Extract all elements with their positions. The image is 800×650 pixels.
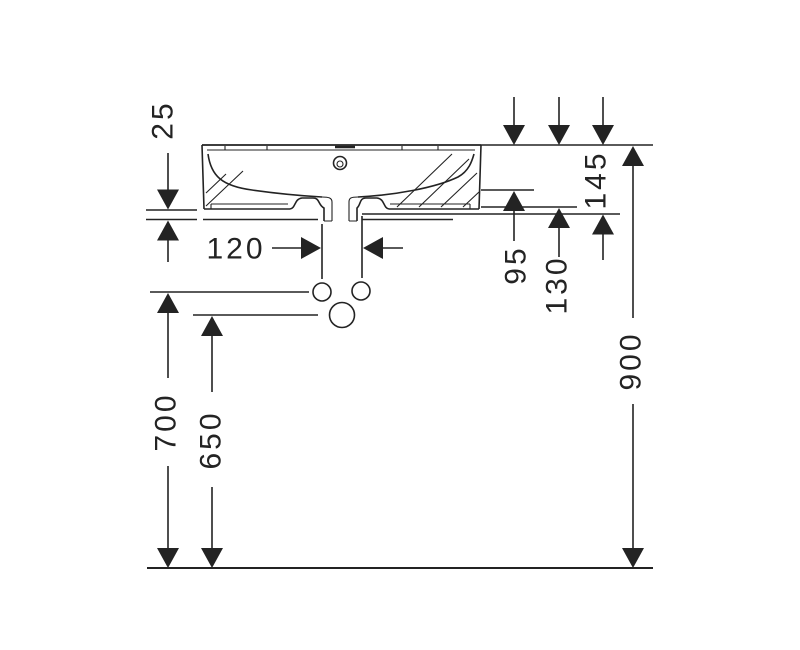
dim-700-label: 700: [150, 392, 183, 451]
hatching-right: [396, 153, 480, 208]
datum-lines: [146, 189, 620, 316]
arrow-left: [363, 237, 383, 259]
dim-120: [272, 216, 403, 279]
dim-95-label: 95: [500, 245, 533, 284]
overflow-hole-icon: [332, 155, 348, 171]
arrow-down: [622, 548, 644, 568]
basin-outer-shell: [201, 144, 482, 210]
arrow-up: [548, 208, 570, 228]
arrow-down: [503, 125, 525, 145]
dim-130-label: 130: [541, 255, 574, 314]
dim-120-label: 120: [206, 233, 265, 266]
dim-900-label: 900: [615, 331, 648, 390]
faucet-hole-center: [328, 301, 356, 329]
faucet-hole-right: [351, 281, 371, 301]
hatching-left: [205, 170, 244, 207]
faucet-hole-left: [312, 282, 332, 302]
arrow-up: [503, 191, 525, 211]
basin-base: [204, 203, 479, 210]
arrow-up: [201, 316, 223, 336]
arrow-right: [301, 237, 321, 259]
arrow-down: [157, 189, 179, 210]
arrow-down: [201, 548, 223, 568]
arrow-up: [157, 220, 179, 241]
dim-145-label: 145: [580, 150, 613, 209]
dimension-labels: 25 120 95 130 145 700 650 900: [147, 100, 648, 469]
drain-outlet: [289, 196, 390, 222]
arrow-down: [548, 125, 570, 145]
top-reference-arrows: [513, 97, 604, 126]
rim-edge-ticks: [224, 145, 439, 150]
arrow-down: [592, 125, 614, 145]
arrow-up: [157, 293, 179, 313]
dim-25-label: 25: [147, 100, 180, 139]
arrow-down: [157, 548, 179, 568]
arrowheads: [157, 125, 644, 568]
bowl-curve: [207, 153, 475, 198]
dim-650-label: 650: [195, 410, 228, 469]
arrow-up: [592, 214, 614, 235]
faucet-holes: [312, 281, 371, 329]
washbasin-profile: [201, 144, 653, 222]
arrow-up: [622, 146, 644, 166]
